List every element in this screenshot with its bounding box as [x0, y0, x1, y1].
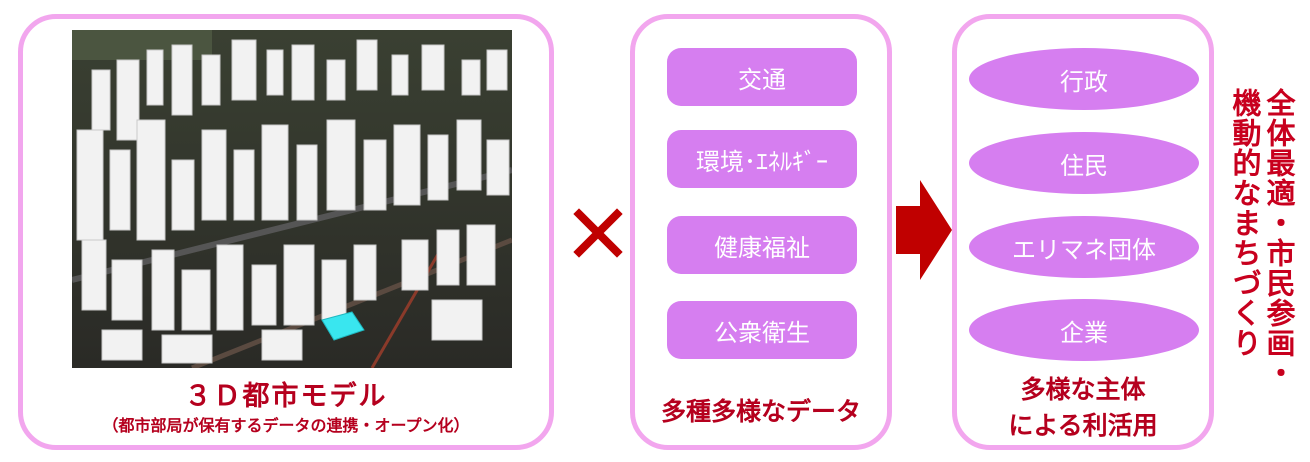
- stakeholders-caption-line1: 多様な主体: [1020, 375, 1146, 404]
- data-item-public-health: 公衆衛生: [667, 301, 857, 359]
- data-types-caption: 多種多様なデータ: [660, 397, 861, 426]
- actor-area-management: エリマネ団体: [969, 216, 1199, 278]
- result-text-line2: 機動的なまちづくり: [1228, 88, 1262, 358]
- data-item-environment-energy: 環境･ｴﾈﾙｷﾞｰ: [667, 130, 857, 188]
- city-model-title: ３Ｄ都市モデル: [184, 381, 388, 412]
- multiply-icon: ×: [573, 208, 623, 258]
- actor-companies: 企業: [969, 299, 1199, 361]
- data-item-traffic: 交通: [667, 48, 857, 106]
- highlighted-building: [321, 311, 365, 341]
- stakeholders-caption: 多様な主体 による利活用: [952, 372, 1214, 444]
- actor-government: 行政: [969, 48, 1199, 110]
- city-model-image: [72, 30, 512, 368]
- city-model-subtitle: （都市部局が保有するデータの連携・オープン化）: [102, 416, 470, 435]
- data-item-health-welfare: 健康福祉: [667, 216, 857, 274]
- stakeholders-caption-line2: による利活用: [1008, 411, 1158, 440]
- city-model-render: [72, 30, 512, 368]
- actor-residents: 住民: [969, 132, 1199, 194]
- result-text-line1: 全体最適・市民参画・: [1262, 88, 1296, 388]
- arrow-right-icon: [896, 180, 952, 280]
